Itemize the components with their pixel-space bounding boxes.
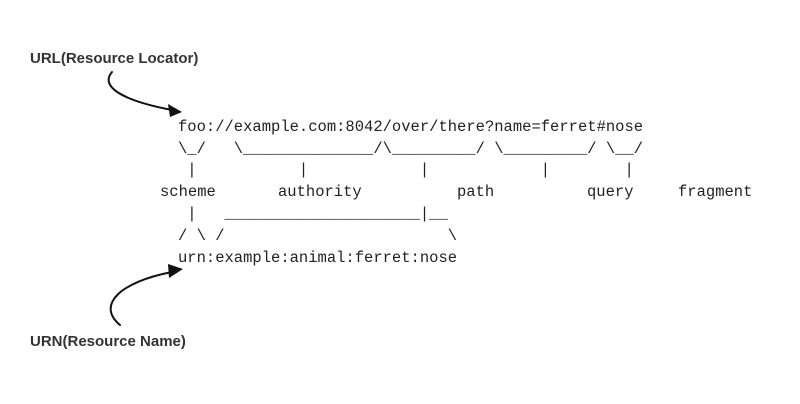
component-authority: authority [278,183,362,201]
urn-arrowhead [168,264,183,278]
url-arrow [107,71,173,111]
urn-arrow [109,271,173,326]
urn-bracket-row: / \ / \ [178,227,457,245]
component-path: path [457,183,494,201]
urn-example: urn:example:animal:ferret:nose [178,249,457,267]
component-query: query [587,183,634,201]
url-arrowhead [168,104,182,117]
urn-label: URN(Resource Name) [30,333,186,350]
url-example: foo://example.com:8042/over/there?name=f… [178,118,643,136]
urn-tick-row: | _____________________|__ [178,205,448,223]
url-label: URL(Resource Locator) [30,50,198,67]
component-fragment: fragment [678,183,752,201]
component-scheme: scheme [160,183,216,201]
url-bracket-row: \_/ \______________/\_________/ \_______… [178,140,643,158]
url-tick-row: | | | | | [178,161,634,179]
